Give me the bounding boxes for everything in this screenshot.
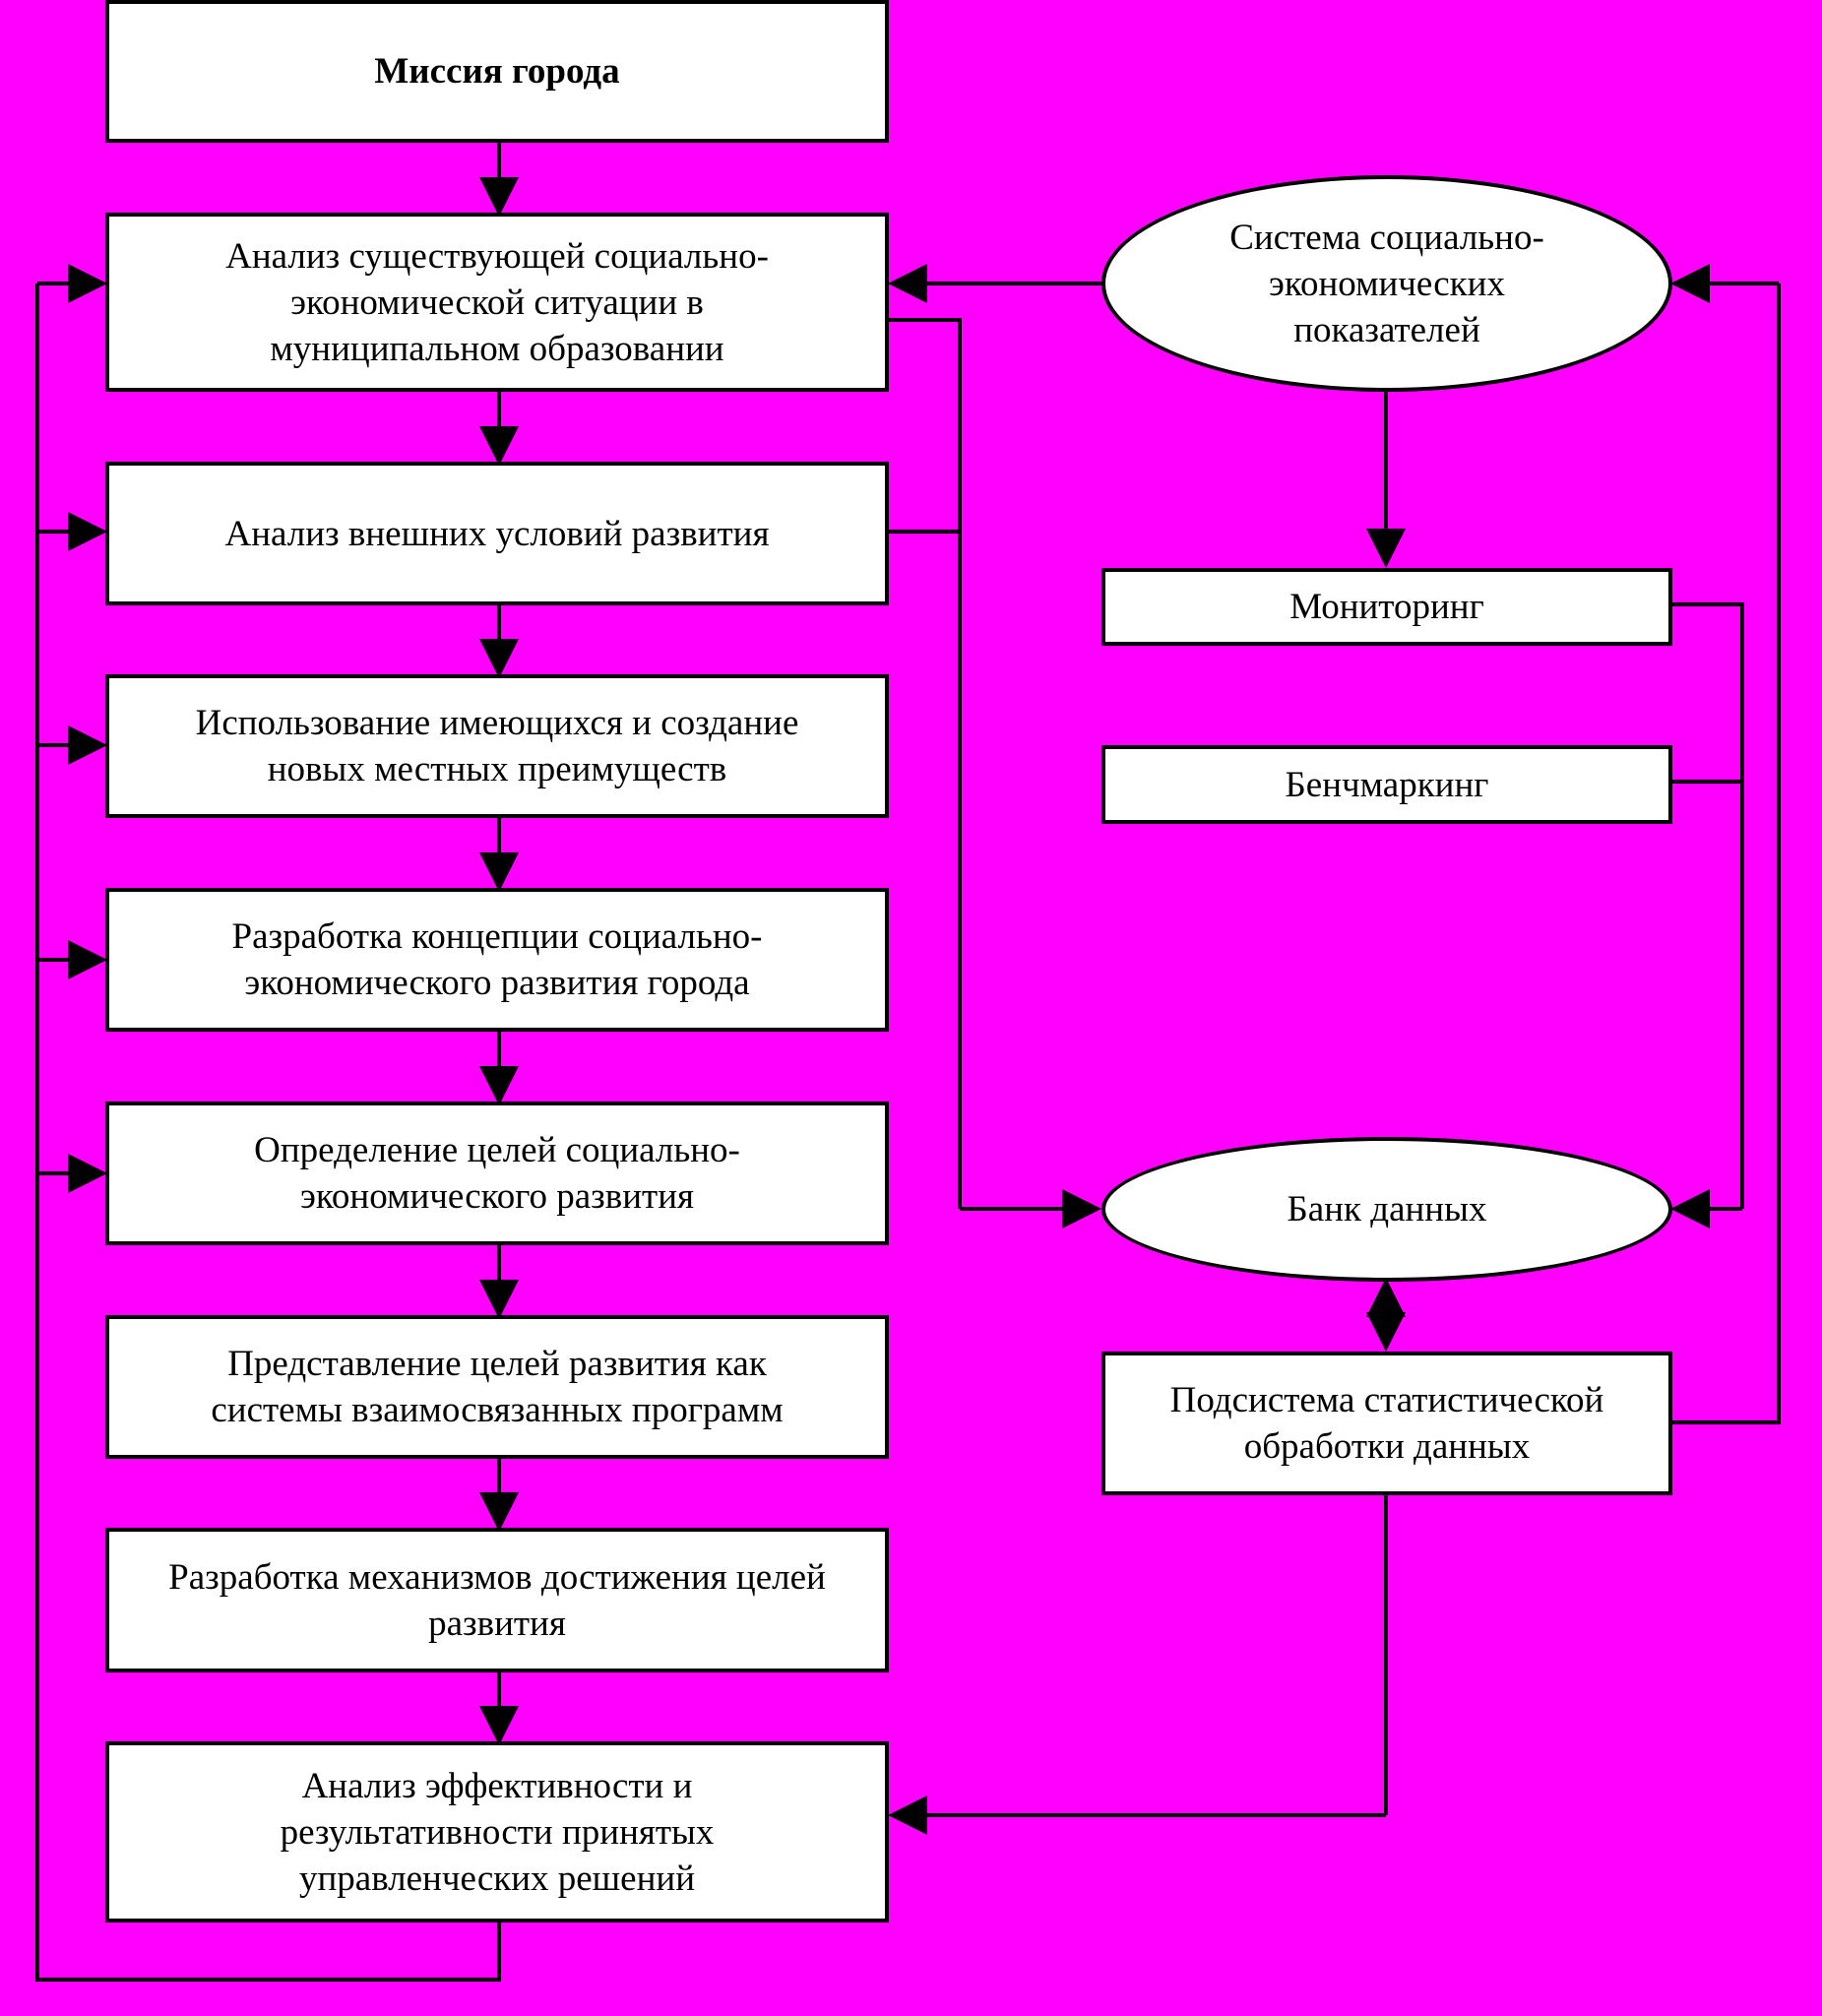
node-programs: Представление целей развития как системы… <box>105 1315 889 1459</box>
line-monitoring-to-databank <box>1670 602 1744 1209</box>
node-databank-label: Банк данных <box>1287 1189 1487 1229</box>
node-programs-label: Представление целей развития как системы… <box>211 1344 784 1430</box>
node-efficiency-label: Анализ эффективности и результативности … <box>280 1765 715 1899</box>
node-indicators-label: Система социально- экономических показат… <box>1229 217 1544 350</box>
node-monitoring: Мониторинг <box>1101 568 1672 646</box>
node-mechanisms-label: Разработка механизмов достижения целей р… <box>168 1556 826 1644</box>
node-monitoring-label: Мониторинг <box>1289 587 1484 627</box>
node-goals: Определение целей социально- экономическ… <box>105 1102 889 1245</box>
line-statistics-to-indicators <box>1670 284 1781 1424</box>
node-mission: Миссия города <box>105 0 889 143</box>
node-concept: Разработка концепции социально- экономич… <box>105 888 889 1032</box>
node-analysis-external-label: Анализ внешних условий развития <box>224 513 770 554</box>
node-indicators: Система социально- экономических показат… <box>1101 175 1672 392</box>
node-statistics: Подсистема статистической обработки данн… <box>1101 1352 1672 1495</box>
node-statistics-label: Подсистема статистической обработки данн… <box>1169 1380 1604 1467</box>
node-efficiency: Анализ эффективности и результативности … <box>105 1741 889 1922</box>
node-advantages: Использование имеющихся и создание новых… <box>105 674 889 818</box>
feedback-loop-line <box>35 284 501 1982</box>
node-advantages-label: Использование имеющихся и создание новых… <box>195 703 799 789</box>
node-analysis-external: Анализ внешних условий развития <box>105 462 889 605</box>
node-analysis-current: Анализ существующей социально- экономиче… <box>105 213 889 392</box>
node-benchmarking: Бенчмаркинг <box>1101 745 1672 824</box>
node-benchmarking-label: Бенчмаркинг <box>1285 764 1489 805</box>
node-mechanisms: Разработка механизмов достижения целей р… <box>105 1528 889 1672</box>
node-databank: Банк данных <box>1101 1137 1672 1282</box>
line-analysis-to-databank <box>888 318 962 1209</box>
node-concept-label: Разработка концепции социально- экономич… <box>231 916 763 1003</box>
node-goals-label: Определение целей социально- экономическ… <box>254 1130 740 1217</box>
node-mission-label: Миссия города <box>374 51 620 92</box>
node-analysis-current-label: Анализ существующей социально- экономиче… <box>225 235 769 369</box>
